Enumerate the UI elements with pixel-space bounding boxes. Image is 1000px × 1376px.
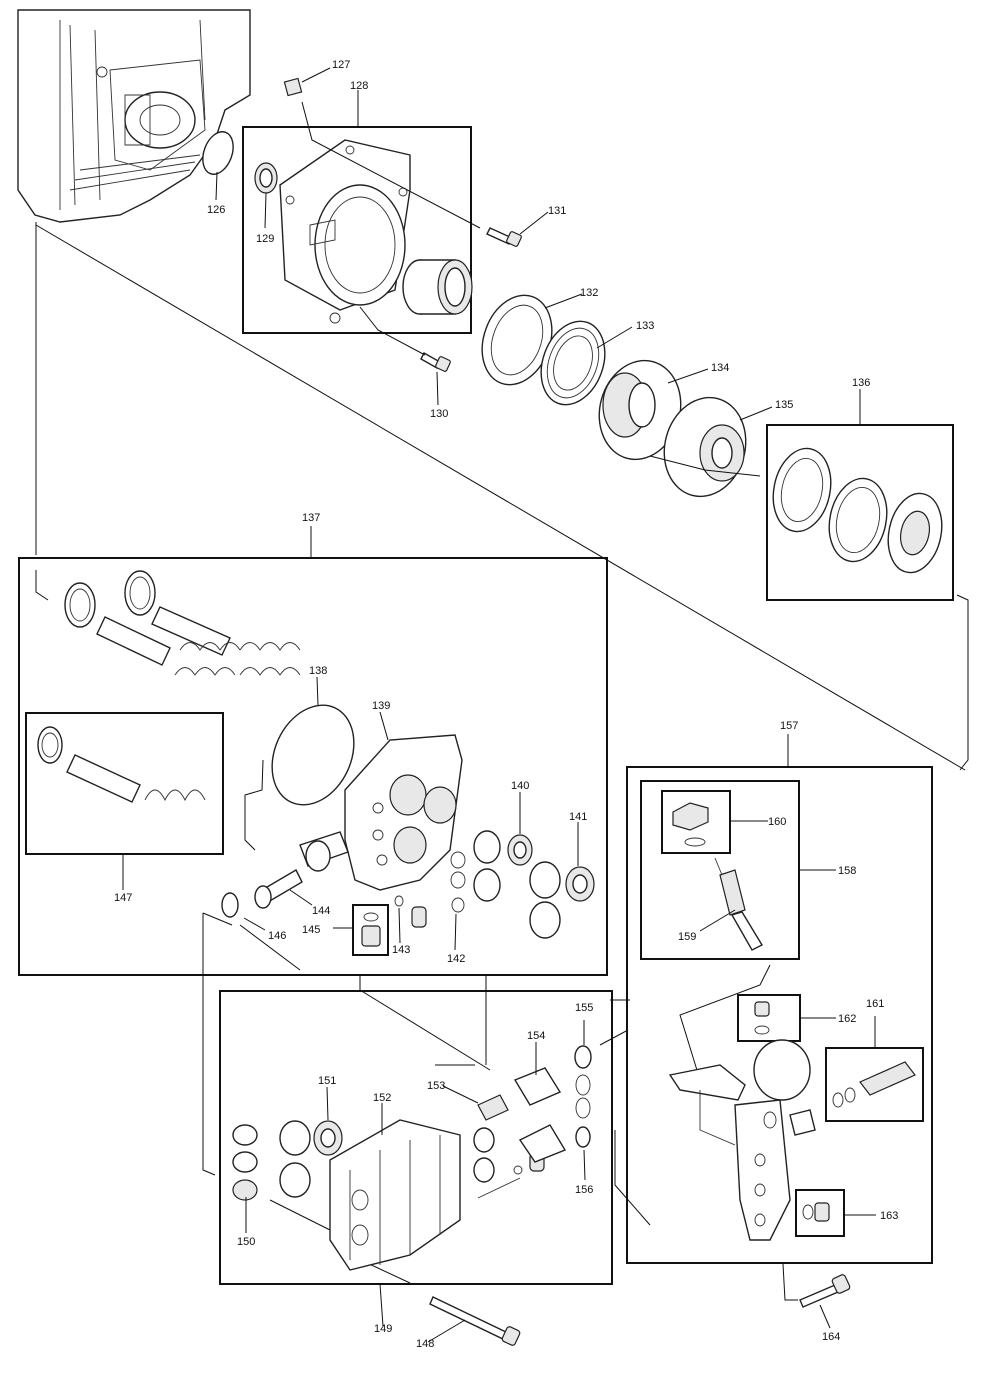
swash-plate-134 <box>598 359 682 461</box>
manifold-152 <box>329 1119 461 1271</box>
motor-housing <box>17 9 251 223</box>
screw-130 <box>420 352 451 372</box>
linker-lines-lower <box>35 570 771 1284</box>
label-160: 160 <box>768 816 786 828</box>
label-158: 158 <box>838 865 856 877</box>
coupler-161 <box>832 1061 916 1108</box>
leader-lines <box>122 67 876 1343</box>
label-150: 150 <box>237 1236 255 1248</box>
valve-seats-150 <box>232 1120 311 1201</box>
label-159: 159 <box>678 931 696 943</box>
plug-163 <box>802 1202 830 1222</box>
seals-140-141 <box>450 830 595 939</box>
seal-151 <box>313 1120 343 1156</box>
box-157 <box>626 766 933 1264</box>
oring-126 <box>202 131 234 175</box>
label-162: 162 <box>838 1013 856 1025</box>
box-128 <box>242 126 472 334</box>
box-162 <box>737 994 801 1042</box>
label-146: 146 <box>268 930 286 942</box>
label-138: 138 <box>309 665 327 677</box>
screw-131 <box>486 227 522 247</box>
part-number-labels: 127 128 126 129 131 130 132 133 134 135 … <box>114 59 898 1350</box>
label-147: 147 <box>114 892 132 904</box>
label-142: 142 <box>447 953 465 965</box>
box-137 <box>18 557 608 976</box>
label-128: 128 <box>350 80 368 92</box>
label-151: 151 <box>318 1075 336 1087</box>
label-131: 131 <box>548 205 566 217</box>
nut-127 <box>283 77 303 97</box>
plug-160 <box>672 802 709 847</box>
unloader-body-157 <box>668 1039 816 1241</box>
label-143: 143 <box>392 944 410 956</box>
label-149: 149 <box>374 1323 392 1335</box>
label-126: 126 <box>207 204 225 216</box>
label-135: 135 <box>775 399 793 411</box>
label-144: 144 <box>312 905 330 917</box>
oring-138 <box>271 704 355 806</box>
label-140: 140 <box>511 780 529 792</box>
needle-bearing-128 <box>402 259 473 315</box>
label-153: 153 <box>427 1080 445 1092</box>
label-157: 157 <box>780 720 798 732</box>
label-156: 156 <box>575 1184 593 1196</box>
label-145: 145 <box>302 924 320 936</box>
label-127: 127 <box>332 59 350 71</box>
label-132: 132 <box>580 287 598 299</box>
bolt-148 <box>429 1296 521 1346</box>
label-139: 139 <box>372 700 390 712</box>
label-129: 129 <box>256 233 274 245</box>
pump-flange-128 <box>279 139 411 324</box>
label-154: 154 <box>527 1030 545 1042</box>
oring-146 <box>221 892 239 918</box>
box-149 <box>219 990 613 1285</box>
label-136: 136 <box>852 377 870 389</box>
washer-132 <box>481 294 553 386</box>
label-130: 130 <box>430 408 448 420</box>
plug-162 <box>754 1001 770 1035</box>
label-152: 152 <box>373 1092 391 1104</box>
label-134: 134 <box>711 362 729 374</box>
pump-head-139 <box>299 734 463 891</box>
swash-plate-135 <box>663 396 747 498</box>
box-147 <box>25 712 224 855</box>
label-141: 141 <box>569 811 587 823</box>
orings-155-156 <box>574 1045 592 1148</box>
label-148: 148 <box>416 1338 434 1350</box>
bolt-164 <box>782 1263 851 1308</box>
valve-box-145 <box>352 904 389 956</box>
small-parts-142-143 <box>394 895 427 928</box>
label-163: 163 <box>880 1210 898 1222</box>
thrust-bearing-133 <box>540 320 606 406</box>
label-137: 137 <box>302 512 320 524</box>
box-163 <box>795 1189 845 1237</box>
piston-kit-147 <box>37 726 206 803</box>
valve-stem-159 <box>714 857 763 951</box>
pistons-and-springs <box>64 570 301 676</box>
label-155: 155 <box>575 1002 593 1014</box>
inlet-144 <box>254 869 303 909</box>
box-160 <box>661 790 731 854</box>
label-161: 161 <box>866 998 884 1010</box>
assembly-lines <box>35 101 969 771</box>
bearing-set-136 <box>772 447 943 574</box>
sleeve-154 <box>513 1067 567 1163</box>
seal-129 <box>254 162 278 194</box>
label-133: 133 <box>636 320 654 332</box>
label-164: 164 <box>822 1331 840 1343</box>
